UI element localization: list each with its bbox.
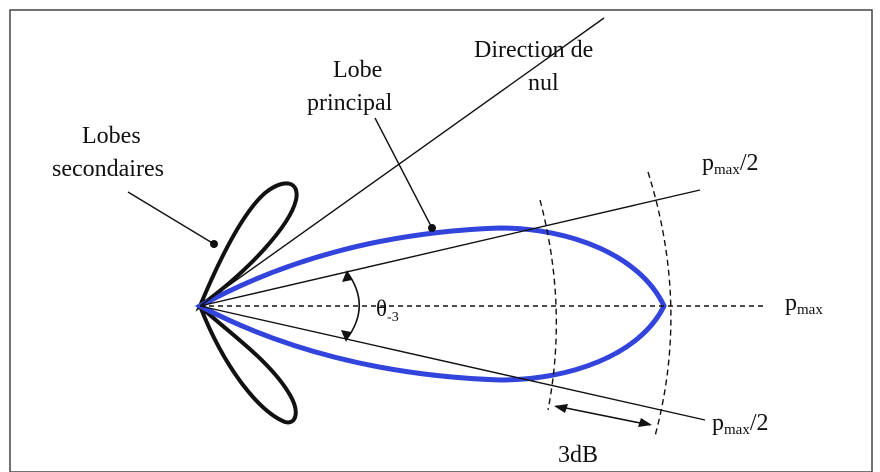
label-principal-line2: principal: [307, 90, 393, 116]
side-lobe-lower: [198, 304, 298, 425]
label-lobe-line1: Lobe: [333, 57, 382, 83]
three-db-arrowhead-left: [554, 404, 568, 413]
half-power-line-upper: [199, 189, 701, 307]
three-db-arrowhead-right: [638, 418, 652, 427]
three-db-arrow-line: [555, 405, 651, 426]
label-secondaires-line2: secondaires: [52, 156, 164, 182]
pointer-dot-lobes-secondaires: [210, 240, 218, 248]
main-lobe: [194, 225, 667, 383]
label-pmax-half-top: pmax/2: [702, 150, 759, 178]
side-lobe-upper: [195, 181, 299, 312]
label-3db: 3dB: [558, 442, 598, 468]
label-theta-3: θ-3: [376, 296, 399, 325]
label-pmax-half-bottom: pmax/2: [712, 410, 769, 438]
label-nul-line2: nul: [528, 70, 559, 96]
pointer-dot-lobe-principal: [428, 224, 436, 232]
label-direction-line1: Direction de: [474, 37, 593, 63]
pointer-lobes-secondaires: [127, 191, 215, 245]
diagram-frame: [9, 9, 873, 472]
half-power-line-lower: [199, 305, 706, 421]
null-direction-line: [199, 17, 605, 307]
label-pmax: pmax: [785, 290, 823, 318]
pointer-lobe-principal: [374, 117, 433, 229]
theta-arrow-bottom: [341, 330, 351, 342]
arc-3db-outer: [647, 171, 672, 437]
theta-arrow-top: [342, 270, 352, 282]
label-lobes-line1: Lobes: [82, 123, 141, 149]
